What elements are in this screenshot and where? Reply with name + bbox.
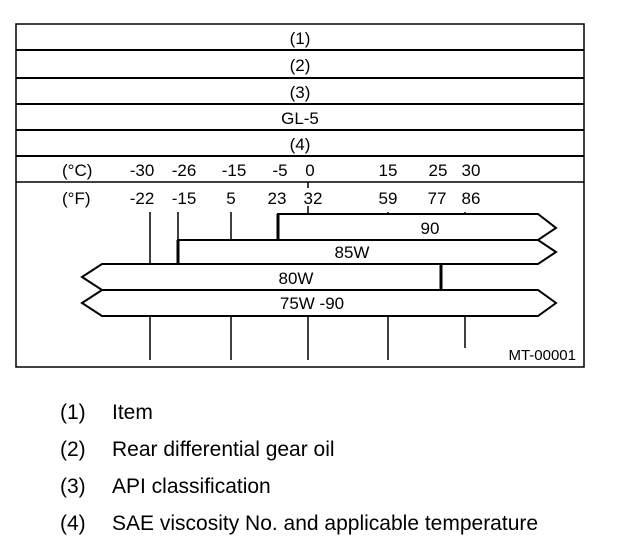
row-api-label: (3) bbox=[290, 83, 311, 102]
fahrenheit-tick: 5 bbox=[226, 189, 235, 208]
fahrenheit-tick: 77 bbox=[428, 189, 447, 208]
celsius-tick: -30 bbox=[130, 161, 155, 180]
legend-text: API classification bbox=[112, 475, 271, 498]
celsius-tick-labels: -30 -26 -15 -5 0 15 25 30 bbox=[130, 161, 481, 180]
celsius-tick: 25 bbox=[429, 161, 448, 180]
celsius-tick: 30 bbox=[462, 161, 481, 180]
grade-75w-90-range-bar bbox=[80, 289, 558, 317]
figure-frame bbox=[15, 23, 585, 368]
grade-80w-range-bar bbox=[80, 263, 442, 291]
figure-legend: (1) Item (2) Rear differential gear oil … bbox=[60, 398, 630, 546]
legend-text: Rear differential gear oil bbox=[112, 438, 335, 461]
row-item-label: (1) bbox=[290, 29, 311, 48]
legend-text: Item bbox=[112, 401, 153, 424]
legend-item: (2) Rear differential gear oil bbox=[60, 435, 630, 472]
row-api-value: GL-5 bbox=[281, 109, 319, 128]
row-oil-label: (2) bbox=[290, 56, 311, 75]
fahrenheit-unit-label: (°F) bbox=[62, 189, 91, 208]
fahrenheit-tick-labels: -22 -15 5 23 32 59 77 86 bbox=[130, 189, 481, 208]
celsius-unit-label: (°C) bbox=[62, 161, 92, 180]
fahrenheit-tick: 23 bbox=[268, 189, 287, 208]
celsius-tick: -5 bbox=[272, 161, 287, 180]
celsius-tick: -15 bbox=[222, 161, 247, 180]
fahrenheit-tick: 32 bbox=[304, 189, 323, 208]
grade-75w-90-label: 75W -90 bbox=[280, 294, 344, 313]
legend-number: (2) bbox=[60, 438, 86, 461]
fahrenheit-tick: -15 bbox=[172, 189, 197, 208]
figure-code: MT-00001 bbox=[508, 347, 576, 364]
fahrenheit-tick: 59 bbox=[379, 189, 398, 208]
legend-number: (4) bbox=[60, 512, 86, 535]
legend-text: SAE viscosity No. and applicable tempera… bbox=[112, 512, 539, 535]
row-sae-label: (4) bbox=[290, 135, 311, 154]
legend-item: (3) API classification bbox=[60, 472, 630, 509]
legend-number: (1) bbox=[60, 401, 86, 424]
celsius-tick: -26 bbox=[172, 161, 197, 180]
legend-number: (3) bbox=[60, 475, 86, 498]
celsius-tick: 15 bbox=[379, 161, 398, 180]
fahrenheit-tick: -22 bbox=[130, 189, 155, 208]
legend-item: (1) Item bbox=[60, 398, 630, 435]
grade-90-range-bar bbox=[277, 213, 558, 241]
fahrenheit-tick: 86 bbox=[462, 189, 481, 208]
grade-80w-label: 80W bbox=[279, 269, 314, 288]
viscosity-chart-figure: (1) (2) (3) GL-5 (4) (°C) (°F) -30 -26 -… bbox=[15, 23, 585, 368]
legend-item: (4) SAE viscosity No. and applicable tem… bbox=[60, 509, 630, 546]
grade-85w-label: 85W bbox=[335, 243, 370, 262]
grade-90-label: 90 bbox=[421, 219, 440, 238]
celsius-tick: 0 bbox=[305, 161, 314, 180]
